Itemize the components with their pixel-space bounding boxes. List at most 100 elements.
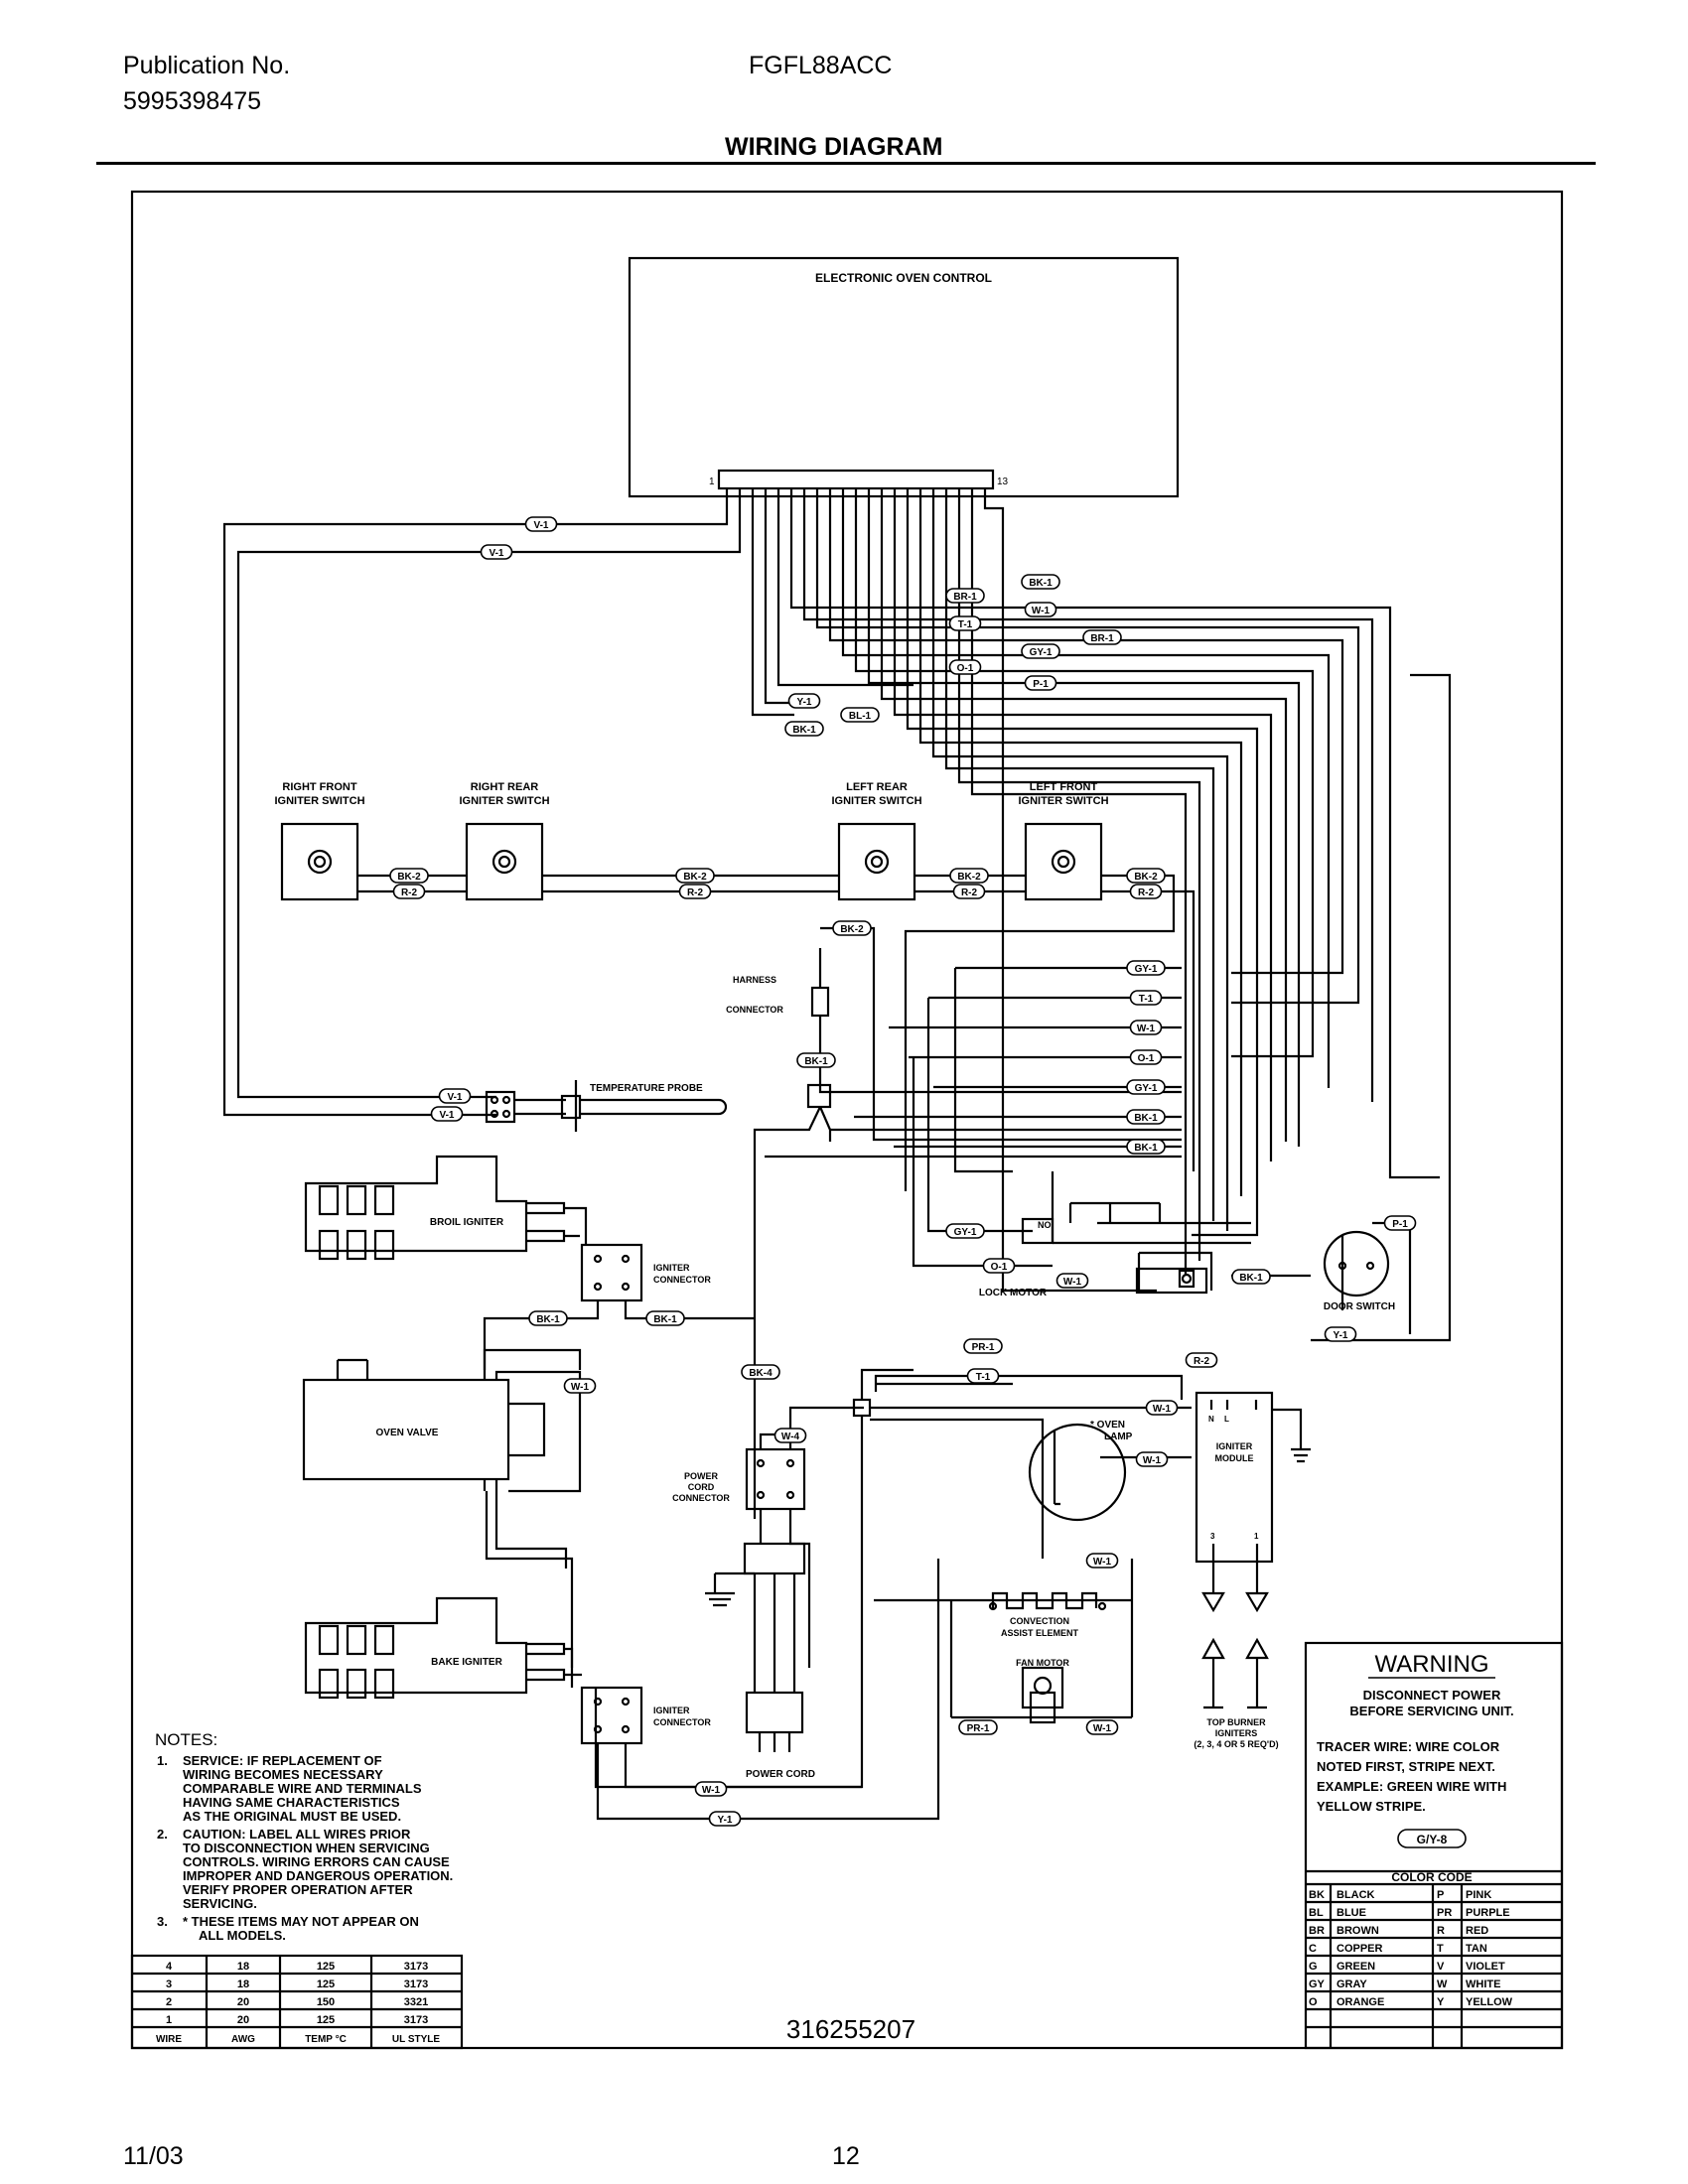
wire-tag-label: R-2 <box>687 887 704 898</box>
wire-tag-bk-2: BK-2 <box>389 868 429 884</box>
lock-motor-label: LOCK MOTOR <box>979 1288 1048 1298</box>
wire-tag-label: P-1 <box>1033 679 1049 690</box>
wire-tag-label: R-2 <box>961 887 978 898</box>
wire-tag-label: T-1 <box>958 619 973 630</box>
wire-tag-w-1: W-1 <box>1024 602 1057 617</box>
wire-tag-o-1: O-1 <box>948 659 982 675</box>
wire-tag-label: BK-2 <box>840 924 864 935</box>
wire-table-cell: 2 <box>166 1996 172 2008</box>
color-code-name: TAN <box>1466 1943 1487 1955</box>
color-code-abbr: BR <box>1309 1925 1325 1937</box>
wire-table-header: UL STYLE <box>392 2034 440 2045</box>
wire-tag-t-1: T-1 <box>948 615 982 631</box>
module-terminal-1: 1 <box>1254 1532 1259 1541</box>
wire-tag-p-1: P-1 <box>1383 1215 1417 1231</box>
oven-valve-label: OVEN VALVE <box>376 1428 439 1438</box>
igniter-connector-bottom-label-2: CONNECTOR <box>653 1717 711 1727</box>
igniter-connector-bottom-label-1: IGNITER <box>653 1706 690 1715</box>
wire-tag-bk-1: BK-1 <box>784 721 824 737</box>
no-contact-label: NO <box>1038 1220 1052 1230</box>
wire-tag-w-4: W-4 <box>774 1428 807 1443</box>
wire-table-cell: 20 <box>237 1996 249 2008</box>
wire-tag-t-1: T-1 <box>1129 990 1163 1006</box>
wire-tag-label: V-1 <box>447 1092 462 1103</box>
oven-lamp-label-1: * OVEN <box>1090 1420 1125 1431</box>
note-2-line-6: SERVICING. <box>183 1896 257 1911</box>
color-code-abbr: O <box>1309 1996 1318 2008</box>
color-code-name: WHITE <box>1466 1979 1500 1990</box>
wire-tag-label: O-1 <box>991 1262 1008 1273</box>
color-code-abbr: R <box>1437 1925 1445 1937</box>
wire-tag-w-1: W-1 <box>1135 1451 1169 1467</box>
top-burner-igniters-label-1: TOP BURNER <box>1206 1717 1266 1727</box>
wire-tag-r-2: R-2 <box>678 884 712 899</box>
wire-tag-br-1: BR-1 <box>1082 629 1122 645</box>
wire-tag-y-1: Y-1 <box>1324 1326 1357 1342</box>
wire-tag-w-1: W-1 <box>694 1781 728 1797</box>
header-rule <box>96 162 1596 165</box>
door-switch-circle <box>1323 1230 1390 1297</box>
eoc-box <box>628 256 1180 498</box>
wire-tag-label: T-1 <box>1139 994 1154 1005</box>
wire-tag-bl-1: BL-1 <box>840 707 880 723</box>
wire-tag-o-1: O-1 <box>982 1258 1016 1274</box>
wire-tag-label: W-1 <box>1093 1723 1112 1734</box>
wire-tag-label: BK-2 <box>1134 872 1158 883</box>
wire-tag-label: Y-1 <box>1333 1330 1347 1341</box>
oven-lamp <box>1028 1423 1127 1522</box>
wire-tag-v-1: V-1 <box>480 544 513 560</box>
power-cord-connector-label-2: CORD <box>688 1482 715 1492</box>
wire-tag-label: R-2 <box>1138 887 1155 898</box>
color-code-title: COLOR CODE <box>1391 1870 1472 1884</box>
wire-tag-label: V-1 <box>533 520 548 531</box>
note-2-line-4: IMPROPER AND DANGEROUS OPERATION. <box>183 1868 453 1883</box>
color-code-abbr: T <box>1437 1943 1444 1955</box>
wire-tag-bk-1: BK-1 <box>1126 1109 1166 1125</box>
door-switch-label: DOOR SWITCH <box>1324 1301 1395 1312</box>
wire-tag-label: T-1 <box>976 1372 991 1383</box>
wire-tag-label: V-1 <box>489 548 503 559</box>
wire-tag-gy-1: GY-1 <box>1021 643 1060 659</box>
igniter-connector-bottom <box>580 1686 643 1745</box>
wire-table-header: AWG <box>231 2034 255 2045</box>
note-1-line-1: SERVICE: IF REPLACEMENT OF <box>183 1753 382 1768</box>
color-code-abbr: W <box>1437 1979 1448 1990</box>
right-front-switch-label-2: IGNITER SWITCH <box>274 795 364 807</box>
footer-date: 11/03 <box>123 2142 184 2170</box>
wire-tag-bk-1: BK-1 <box>645 1310 685 1326</box>
igniter-connector-top-label-1: IGNITER <box>653 1263 690 1273</box>
color-code-name: GREEN <box>1336 1961 1375 1973</box>
wire-tag-label: W-1 <box>1137 1024 1156 1034</box>
wire-tag-label: P-1 <box>1392 1219 1408 1230</box>
color-code-abbr: GY <box>1309 1979 1326 1990</box>
igniter-connector-top <box>580 1243 643 1302</box>
wire-tag-label: W-1 <box>571 1382 590 1393</box>
note-1-line-3: COMPARABLE WIRE AND TERMINALS <box>183 1781 422 1796</box>
wire-tag-label: BK-2 <box>397 872 421 883</box>
wire-tag-bk-1: BK-1 <box>1126 1139 1166 1155</box>
oven-lamp-label-2: LAMP <box>1104 1432 1133 1442</box>
switch-right-front <box>280 822 359 901</box>
wire-table <box>130 1954 464 2050</box>
wire-tag-label: R-2 <box>401 887 418 898</box>
note-1-line-4: HAVING SAME CHARACTERISTICS <box>183 1795 400 1810</box>
note-2-line-3: CONTROLS. WIRING ERRORS CAN CAUSE <box>183 1854 450 1869</box>
convection-element-label-2: ASSIST ELEMENT <box>1001 1628 1079 1638</box>
tracer-line-3: EXAMPLE: GREEN WIRE WITH <box>1317 1779 1506 1794</box>
wire-tag-label: BK-4 <box>749 1368 773 1379</box>
wire-table-cell: 1 <box>166 2014 172 2026</box>
wire-tag-label: GY-1 <box>1135 964 1158 975</box>
wire-tag-r-2: R-2 <box>1185 1352 1218 1368</box>
wire-tag-w-1: W-1 <box>1145 1400 1179 1416</box>
wire-tag-label: O-1 <box>1138 1053 1155 1064</box>
wire-tag-bk-2: BK-2 <box>832 920 872 936</box>
temperature-probe-label: TEMPERATURE PROBE <box>590 1083 703 1094</box>
color-code-name: ORANGE <box>1336 1996 1384 2008</box>
wire-tag-bk-2: BK-2 <box>1126 868 1166 884</box>
color-code-name: COPPER <box>1336 1943 1383 1955</box>
wire-tag-w-1: W-1 <box>563 1378 597 1394</box>
module-terminal-3: 3 <box>1210 1532 1215 1541</box>
color-code-name: PINK <box>1466 1889 1491 1901</box>
color-code-abbr: C <box>1309 1943 1317 1955</box>
wire-tag-label: W-4 <box>781 1432 800 1442</box>
